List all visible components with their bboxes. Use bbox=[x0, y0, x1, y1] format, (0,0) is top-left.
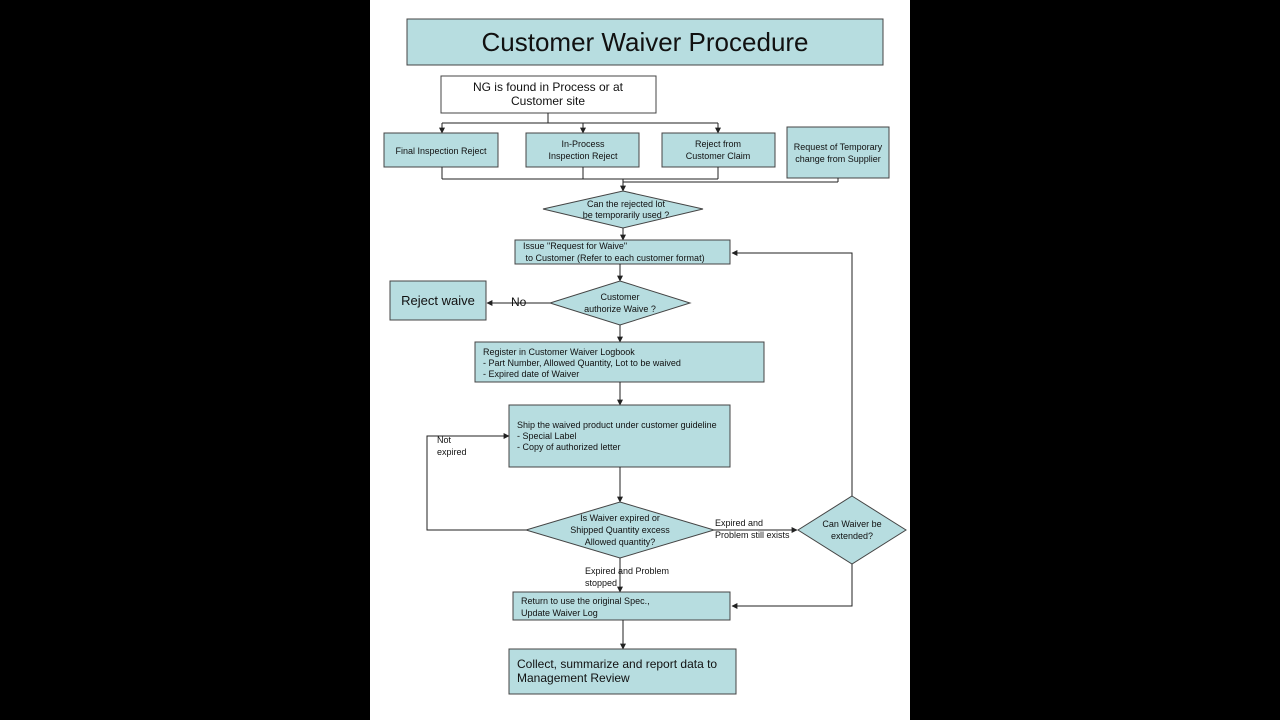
text-line: Inspection Reject bbox=[548, 151, 618, 161]
text-line: to Customer (Refer to each customer form… bbox=[523, 253, 705, 263]
text-line: Request of Temporary bbox=[794, 142, 883, 152]
text-line: - Special Label bbox=[517, 431, 577, 441]
page-canvas: Customer Waiver Procedure NG is found in… bbox=[370, 0, 910, 720]
return-spec-text: Return to use the original Spec., Update … bbox=[521, 596, 650, 618]
text-line: expired bbox=[437, 447, 467, 457]
page-title: Customer Waiver Procedure bbox=[481, 27, 808, 57]
expired-check-diamond: Is Waiver expired or Shipped Quantity exc… bbox=[524, 501, 716, 559]
text-line: Customer Claim bbox=[686, 151, 751, 161]
ship-text: Ship the waived product under customer g… bbox=[517, 420, 717, 452]
text-line: Can the rejected lot bbox=[587, 199, 666, 209]
register-text: Register in Customer Waiver Logbook- Par… bbox=[483, 347, 681, 379]
text-line: NG is found in Process or at bbox=[473, 80, 624, 94]
ship-box: Ship the waived product under customer g… bbox=[508, 404, 731, 468]
text-line: Shipped Quantity excess bbox=[570, 525, 670, 535]
text-line: Register in Customer Waiver Logbook bbox=[483, 347, 635, 357]
not-expired-label: Not expired bbox=[437, 435, 467, 457]
text-line: Problem still exists bbox=[715, 530, 790, 540]
issue-request-text: Issue "Request for Waive" to Customer (R… bbox=[523, 241, 705, 263]
text-line: stopped bbox=[585, 578, 617, 588]
issue-request-box: Issue "Request for Waive" to Customer (R… bbox=[514, 239, 731, 265]
text-line: Can Waiver be bbox=[822, 519, 881, 529]
reject-waive-box: Reject waive bbox=[389, 280, 487, 321]
text-line: In-Process bbox=[561, 139, 605, 149]
text-line: - Copy of authorized letter bbox=[517, 442, 621, 452]
text-line: Customer bbox=[600, 292, 639, 302]
expired-check-text: Is Waiver expired or Shipped Quantity exc… bbox=[570, 513, 670, 547]
temporary-change-text: Request of Temporary change from Supplier bbox=[794, 142, 883, 164]
text-line: Update Waiver Log bbox=[521, 608, 598, 618]
text-line: Reject waive bbox=[401, 293, 475, 308]
text-line: Return to use the original Spec., bbox=[521, 596, 650, 606]
authorize-diamond: Customer authorize Waive ? bbox=[548, 280, 692, 326]
text-line: Allowed quantity? bbox=[585, 537, 656, 547]
text-line: Customer site bbox=[511, 94, 585, 108]
authorize-text: Customer authorize Waive ? bbox=[584, 292, 656, 314]
reject-waive-text: Reject waive bbox=[401, 293, 475, 308]
text-line: Not bbox=[437, 435, 452, 445]
text-line: Ship the waived product under customer g… bbox=[517, 420, 717, 430]
no-label: No bbox=[511, 295, 527, 309]
text-line: extended? bbox=[831, 531, 873, 541]
text-line: be temporarily used ? bbox=[583, 210, 670, 220]
text-line: - Expired date of Waiver bbox=[483, 369, 579, 379]
text-line: Is Waiver expired or bbox=[580, 513, 660, 523]
flowchart: Customer Waiver Procedure NG is found in… bbox=[383, 18, 907, 695]
text-line: Issue "Request for Waive" bbox=[523, 241, 627, 251]
text-line: Management Review bbox=[517, 671, 630, 685]
temporary-change-box: Request of Temporary change from Supplier bbox=[786, 126, 890, 179]
text-line: Collect, summarize and report data to bbox=[517, 657, 717, 671]
text-line: Expired and Problem bbox=[585, 566, 669, 576]
text-line: authorize Waive ? bbox=[584, 304, 656, 314]
text-line: - Part Number, Allowed Quantity, Lot to … bbox=[483, 358, 681, 368]
text-line: Reject from bbox=[695, 139, 741, 149]
extended-diamond: Can Waiver be extended? bbox=[797, 495, 907, 565]
expired-stopped-label: Expired and Problem stopped bbox=[585, 566, 669, 588]
extended-text: Can Waiver be extended? bbox=[822, 519, 881, 541]
final-inspection-text: Final Inspection Reject bbox=[395, 146, 487, 156]
text-line: Expired and bbox=[715, 518, 763, 528]
return-spec-box: Return to use the original Spec., Update … bbox=[512, 591, 731, 621]
text-line: change from Supplier bbox=[795, 154, 881, 164]
title-box: Customer Waiver Procedure bbox=[406, 18, 884, 66]
text-line: Final Inspection Reject bbox=[395, 146, 487, 156]
register-box: Register in Customer Waiver Logbook- Par… bbox=[474, 341, 765, 383]
final-inspection-box: Final Inspection Reject bbox=[383, 132, 499, 168]
text-line: No bbox=[511, 295, 527, 309]
